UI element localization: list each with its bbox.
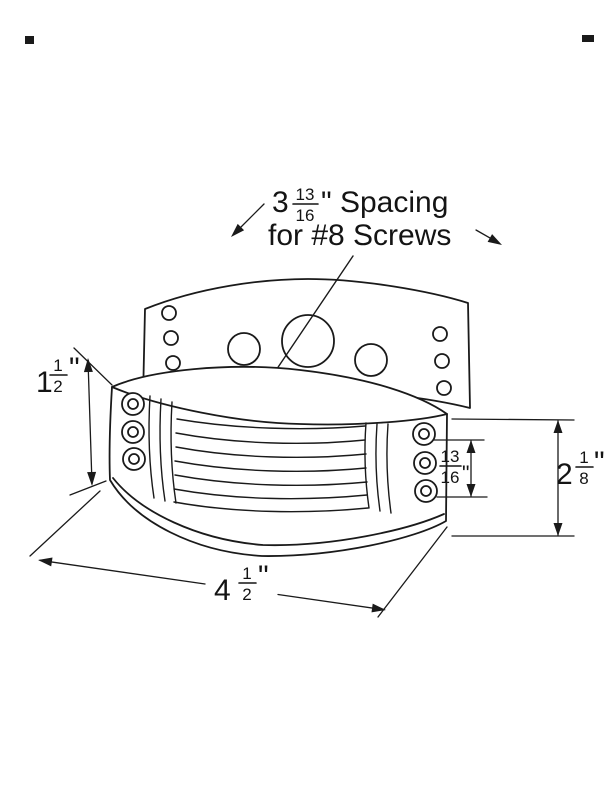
bottom-inner-edge bbox=[112, 477, 445, 547]
registration-mark-left bbox=[25, 36, 34, 44]
dim-spacing-line2: for #8 Screws bbox=[268, 219, 451, 252]
dim-height-denominator: 8 bbox=[579, 469, 588, 488]
dim-spacing-arrow-left bbox=[231, 223, 245, 237]
dim-left-arrow-top bbox=[83, 358, 93, 373]
left-flange-line-3 bbox=[170, 401, 177, 504]
coil-rib-3 bbox=[175, 446, 367, 459]
plate-hole-right-2 bbox=[434, 353, 450, 369]
coil-rib-2 bbox=[175, 432, 366, 445]
plate-hole-right-1 bbox=[432, 326, 448, 342]
dim-pitch-numerator: 13 bbox=[441, 447, 460, 466]
coil-rib-6 bbox=[173, 488, 368, 500]
dim-width-denominator: 2 bbox=[242, 585, 251, 604]
dim-height-arrow-bottom bbox=[553, 523, 563, 536]
dim-left-ext-top bbox=[73, 347, 113, 386]
dim-spacing-numerator: 13 bbox=[296, 185, 315, 204]
coil-rib-4 bbox=[174, 460, 367, 473]
coil-rib-7 bbox=[173, 501, 369, 513]
plate-hole-left-2 bbox=[163, 330, 179, 346]
dim-left-arrow-bottom bbox=[87, 471, 97, 486]
coil-body bbox=[108, 365, 448, 557]
dim-width-arrow-left bbox=[38, 557, 53, 567]
dim-left-denominator: 2 bbox=[53, 377, 62, 396]
registration-marks bbox=[25, 35, 594, 44]
dim-height-whole: 2 bbox=[556, 458, 573, 491]
grommet-right-3-inner bbox=[420, 485, 432, 497]
grommet-right-2-inner bbox=[419, 457, 431, 469]
plate-hole-mid-left bbox=[227, 332, 261, 366]
left-flange-line-2 bbox=[159, 398, 166, 502]
dim-spacing-suffix: " Spacing bbox=[321, 186, 448, 219]
dim-height-numerator: 1 bbox=[579, 448, 588, 467]
dim-left-height: 1 1 2 " bbox=[36, 347, 113, 496]
plate-center-hole bbox=[281, 314, 335, 368]
plate-hole-mid-right bbox=[354, 343, 388, 377]
dim-width-ext-right bbox=[377, 526, 448, 618]
dim-height-ext-top bbox=[451, 418, 575, 421]
dim-left-numerator: 1 bbox=[53, 356, 62, 375]
dim-left-whole: 1 bbox=[36, 366, 53, 399]
dim-width-line-right bbox=[277, 593, 385, 611]
right-flange-line-2 bbox=[375, 423, 381, 512]
dim-width-numerator: 1 bbox=[242, 564, 251, 583]
dim-pitch-quote: " bbox=[462, 462, 469, 485]
dim-height-quote: " bbox=[594, 446, 605, 479]
registration-mark-right bbox=[582, 35, 594, 42]
coil-rib-5 bbox=[174, 474, 368, 487]
right-flange-line-1 bbox=[364, 422, 370, 509]
top-face-near-edge bbox=[111, 386, 448, 426]
dim-body-width: 4 1 2 " bbox=[29, 490, 448, 618]
grommet-left-3-inner bbox=[128, 453, 140, 465]
plate-hole-left-3 bbox=[165, 355, 181, 371]
dim-spacing-denominator: 16 bbox=[296, 206, 315, 225]
dim-width-whole: 4 bbox=[214, 574, 231, 607]
plate-hole-left-1 bbox=[161, 305, 177, 321]
dim-left-quote: " bbox=[69, 352, 80, 385]
dim-body-height: 2 1 8 " bbox=[451, 418, 605, 537]
dim-width-arrow-right bbox=[371, 603, 386, 613]
dim-width-ext-left bbox=[29, 490, 101, 557]
dim-width-line-left bbox=[39, 559, 206, 585]
grommet-left-1-inner bbox=[127, 398, 139, 410]
dim-pitch-arrow-top bbox=[466, 440, 476, 453]
dim-spacing: 3 13 16 " Spacing for #8 Screws bbox=[231, 185, 502, 252]
dim-spacing-arrow-right bbox=[487, 234, 502, 245]
left-flange-line-1 bbox=[148, 395, 155, 499]
plate-hole-right-3 bbox=[436, 380, 452, 396]
grommet-right-1-inner bbox=[418, 428, 430, 440]
dim-spacing-whole: 3 bbox=[272, 186, 289, 219]
dim-width-quote: " bbox=[258, 560, 269, 593]
dim-grommet-pitch: 13 16 " bbox=[433, 439, 488, 498]
dim-spacing-leader-right bbox=[475, 229, 492, 240]
right-flange-line-3 bbox=[386, 423, 392, 514]
dim-height-arrow-top bbox=[553, 420, 563, 433]
dim-left-line bbox=[87, 359, 93, 485]
dim-pitch-arrow-bottom bbox=[466, 484, 476, 497]
dim-left-ext-bottom bbox=[69, 480, 107, 496]
dim-pitch-denominator: 16 bbox=[441, 468, 460, 487]
coil-rib-1 bbox=[176, 418, 366, 430]
grommet-left-2-inner bbox=[127, 426, 139, 438]
